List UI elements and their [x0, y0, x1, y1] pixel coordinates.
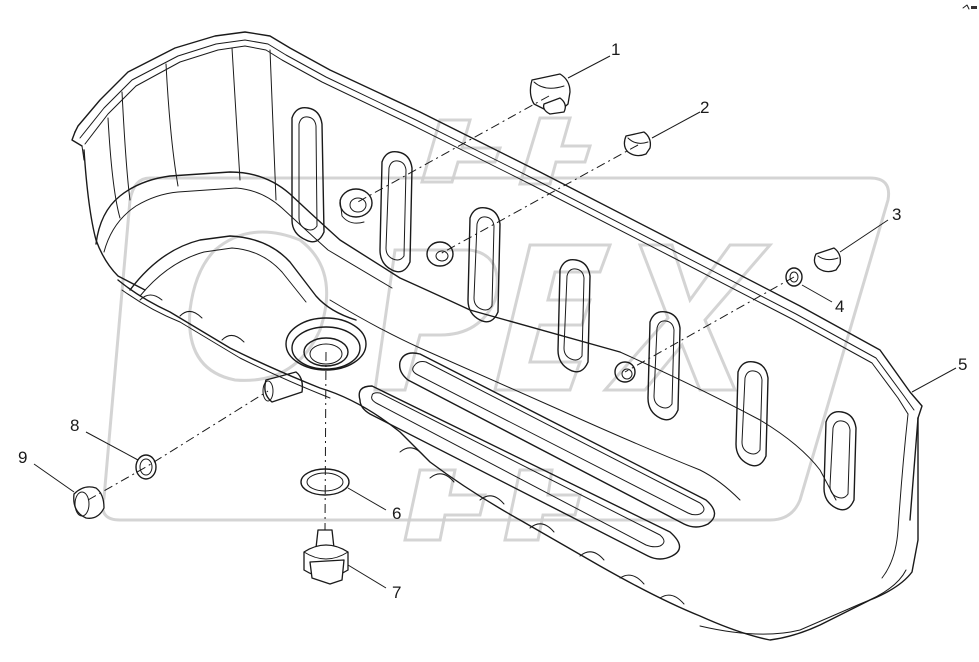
drain-port [285, 317, 367, 371]
boss-port-1 [339, 188, 373, 224]
callout-9: 9 [18, 448, 27, 467]
part-7-drain-plug [303, 529, 349, 585]
part-9-plug [73, 486, 105, 519]
watermark-logo [101, 116, 891, 542]
side-port-tube [262, 371, 304, 403]
callout-7: 7 [392, 583, 401, 602]
callout-4: 4 [835, 297, 844, 316]
oil-pan [71, 31, 923, 641]
part-1-plug [529, 73, 571, 115]
callout-6: 6 [392, 504, 401, 523]
corner-mark [962, 4, 977, 10]
boss-port-2 [426, 241, 454, 267]
callout-3: 3 [892, 205, 901, 224]
part-3-plug [813, 247, 842, 273]
part-4-washer [785, 267, 803, 287]
leader-lines [33, 55, 957, 589]
boss-port-3 [614, 361, 636, 383]
callout-8: 8 [70, 416, 79, 435]
callout-2: 2 [700, 98, 709, 117]
part-8-seal-ring [135, 454, 157, 480]
callout-1: 1 [611, 40, 620, 59]
center-lines [87, 95, 795, 531]
callout-5: 5 [958, 355, 967, 374]
part-2-plug [623, 131, 652, 157]
stiffener-slots [291, 107, 857, 511]
